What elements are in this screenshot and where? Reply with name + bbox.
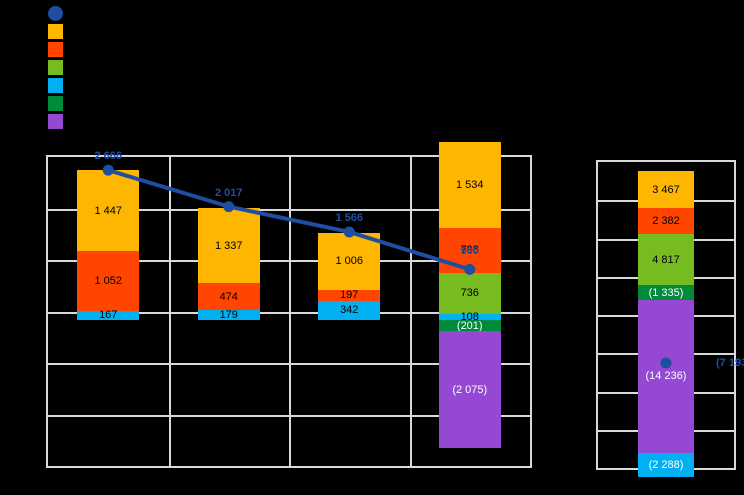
line-value-label: 2 666 — [94, 150, 123, 163]
bar-segment[interactable]: 197 — [318, 289, 381, 301]
line-value-label: 900 — [460, 245, 479, 258]
legend-item[interactable] — [48, 40, 168, 58]
bar-segment[interactable]: 2 382 — [638, 208, 694, 234]
legend-swatch-5-icon — [48, 95, 63, 111]
line-marker[interactable] — [660, 357, 672, 369]
bar-segment[interactable]: 1 534 — [438, 141, 501, 228]
bar-segment[interactable]: (1 335) — [638, 285, 694, 300]
line-value-label: (7 193) — [716, 356, 744, 369]
bar-segment[interactable]: 342 — [318, 300, 381, 320]
bar-segment[interactable]: 4 817 — [638, 233, 694, 286]
bar-segment[interactable]: 1 337 — [197, 208, 260, 284]
bar-segment[interactable]: 3 467 — [638, 170, 694, 209]
legend-item[interactable] — [48, 112, 168, 130]
bar-segment[interactable]: (2 288) — [638, 452, 694, 478]
legend-swatch-4-icon — [48, 77, 63, 93]
legend-item[interactable] — [48, 58, 168, 76]
gridline-vertical — [168, 157, 171, 466]
bar-segment[interactable]: 167 — [77, 309, 140, 321]
bar-segment[interactable]: (14 236) — [638, 299, 694, 453]
bar-segment[interactable]: (201) — [438, 320, 501, 332]
legend-marker-total-icon — [48, 5, 63, 21]
bar-segment[interactable]: 179 — [197, 309, 260, 321]
gridline-vertical — [409, 157, 412, 466]
bar-segment[interactable]: 1 052 — [77, 251, 140, 311]
legend-item[interactable] — [48, 94, 168, 112]
legend-item[interactable] — [48, 76, 168, 94]
legend-swatch-1-icon — [48, 23, 63, 39]
bar-segment[interactable]: 108 — [438, 311, 501, 323]
legend-swatch-3-icon — [48, 59, 63, 75]
line-value-label: 1 566 — [335, 211, 364, 224]
legend-swatch-6-icon — [48, 113, 63, 129]
bar-segment[interactable]: 1 006 — [318, 233, 381, 290]
bar-segment[interactable]: 1 447 — [77, 170, 140, 252]
chart-legend — [48, 4, 168, 130]
gridline-vertical — [289, 157, 291, 466]
bar-segment[interactable]: 474 — [197, 283, 260, 310]
line-value-label: 2 017 — [214, 186, 243, 199]
legend-swatch-2-icon — [48, 41, 63, 57]
legend-item[interactable] — [48, 4, 168, 22]
bar-segment[interactable]: 736 — [438, 272, 501, 314]
legend-item[interactable] — [48, 22, 168, 40]
bar-segment[interactable]: (2 075) — [438, 331, 501, 448]
